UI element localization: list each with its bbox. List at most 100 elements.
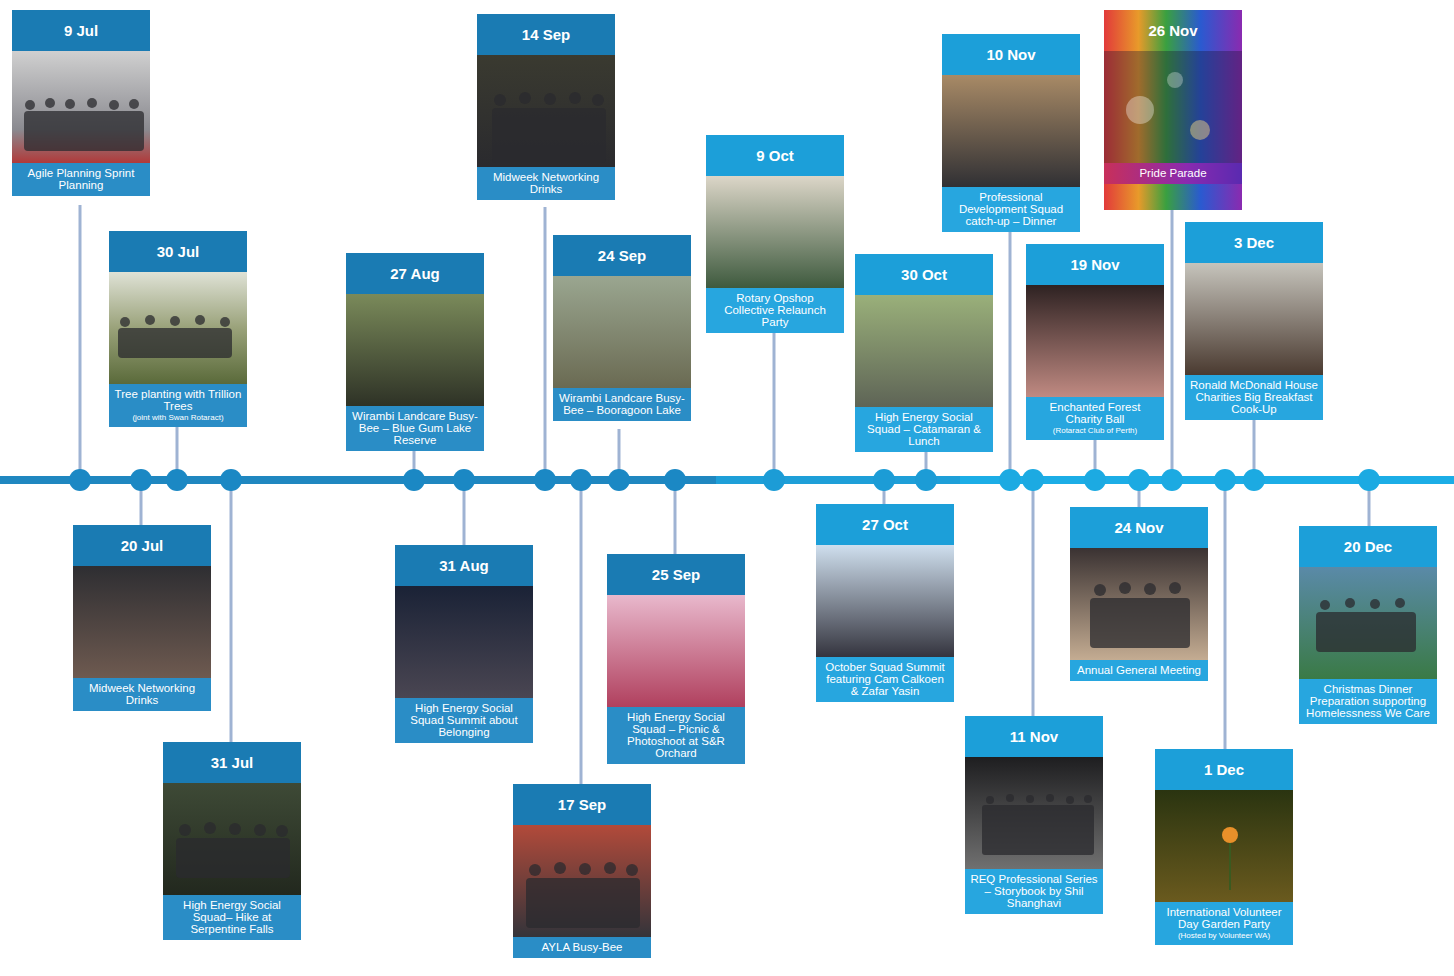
event-caption: High Energy Social Squad– Hike at Serpen… <box>168 899 296 935</box>
event-card: 9 OctRotary Opshop Collective Relaunch P… <box>706 135 844 333</box>
photo-slot <box>607 595 745 707</box>
event-date: 9 Jul <box>12 10 150 51</box>
photo-slot <box>1026 285 1164 397</box>
photo-slot <box>163 783 301 895</box>
event-photos <box>12 10 1437 937</box>
event-caption: Midweek Networking Drinks <box>78 682 206 706</box>
caption-panel: High Energy Social Squad – Catamaran & L… <box>855 407 993 452</box>
event-caption: AYLA Busy-Bee <box>518 941 646 953</box>
photo-slot <box>477 55 615 167</box>
event-date: 10 Nov <box>942 34 1080 75</box>
caption-panel: Christmas Dinner Preparation supporting … <box>1299 679 1437 724</box>
caption-panel: Tree planting with Trillion Trees(joint … <box>109 384 247 427</box>
event-note: (Rotaract Club of Perth) <box>1031 426 1159 435</box>
caption-panel: Professional Development Squad catch-up … <box>942 187 1080 232</box>
event-note: (joint with Swan Rotaract) <box>114 413 242 422</box>
event-caption: International Volunteer Day Garden Party <box>1160 906 1288 930</box>
event-caption: October Squad Summit featuring Cam Calko… <box>821 661 949 697</box>
photo-slot <box>706 176 844 288</box>
caption-panel: REQ Professional Series – Storybook by S… <box>965 869 1103 914</box>
event-date: 1 Dec <box>1155 749 1293 790</box>
caption-panel: High Energy Social Squad – Picnic & Phot… <box>607 707 745 764</box>
leader-lines <box>80 205 1369 789</box>
event-caption: Wirambi Landcare Busy-Bee – Blue Gum Lak… <box>351 410 479 446</box>
photo-figures <box>24 92 1416 928</box>
caption-panel: Midweek Networking Drinks <box>477 167 615 200</box>
event-date: 17 Sep <box>513 784 651 825</box>
event-caption: Ronald McDonald House Charities Big Brea… <box>1190 379 1318 415</box>
caption-panel: Enchanted Forest Charity Ball(Rotaract C… <box>1026 397 1164 440</box>
event-date: 20 Dec <box>1299 526 1437 567</box>
event-card: 17 SepAYLA Busy-Bee <box>513 784 651 958</box>
photo-slot <box>12 51 150 163</box>
photo-slot <box>513 825 651 937</box>
photo-slot <box>942 75 1080 187</box>
photo-slot <box>73 566 211 678</box>
photo-slot <box>1299 567 1437 679</box>
event-caption: Agile Planning Sprint Planning <box>17 167 145 191</box>
caption-panel: High Energy Social Squad Summit about Be… <box>395 698 533 743</box>
event-date: 3 Dec <box>1185 222 1323 263</box>
event-card: 24 SepWirambi Landcare Busy-Bee – Boorag… <box>553 235 691 421</box>
caption-panel: Pride Parade <box>1104 163 1242 184</box>
event-caption: High Energy Social Squad – Picnic & Phot… <box>612 711 740 759</box>
event-caption: Professional Development Squad catch-up … <box>947 191 1075 227</box>
event-card: 1 DecInternational Volunteer Day Garden … <box>1155 749 1293 945</box>
event-card: 26 NovPride Parade <box>1104 10 1242 184</box>
event-card: 10 NovProfessional Development Squad cat… <box>942 34 1080 232</box>
event-caption: Annual General Meeting <box>1075 664 1203 676</box>
event-date: 27 Oct <box>816 504 954 545</box>
event-date: 19 Nov <box>1026 244 1164 285</box>
event-caption: Tree planting with Trillion Trees <box>114 388 242 412</box>
event-card: 27 AugWirambi Landcare Busy-Bee – Blue G… <box>346 253 484 451</box>
event-card: 24 NovAnnual General Meeting <box>1070 507 1208 681</box>
event-card: 31 JulHigh Energy Social Squad– Hike at … <box>163 742 301 940</box>
event-caption: REQ Professional Series – Storybook by S… <box>970 873 1098 909</box>
event-card: 30 OctHigh Energy Social Squad – Catamar… <box>855 254 993 452</box>
event-card: 20 DecChristmas Dinner Preparation suppo… <box>1299 526 1437 724</box>
event-card: 30 JulTree planting with Trillion Trees(… <box>109 231 247 427</box>
photo-slot <box>1185 263 1323 375</box>
photo-slot <box>1104 51 1242 163</box>
event-date: 20 Jul <box>73 525 211 566</box>
event-date: 24 Sep <box>553 235 691 276</box>
event-caption: Christmas Dinner Preparation supporting … <box>1304 683 1432 719</box>
event-date: 30 Oct <box>855 254 993 295</box>
event-caption: High Energy Social Squad Summit about Be… <box>400 702 528 738</box>
caption-panel: October Squad Summit featuring Cam Calko… <box>816 657 954 702</box>
event-card: 3 DecRonald McDonald House Charities Big… <box>1185 222 1323 420</box>
caption-panel: Midweek Networking Drinks <box>73 678 211 711</box>
event-card: 14 SepMidweek Networking Drinks <box>477 14 615 200</box>
event-date: 27 Aug <box>346 253 484 294</box>
event-date: 31 Jul <box>163 742 301 783</box>
event-date: 11 Nov <box>965 716 1103 757</box>
event-caption: High Energy Social Squad – Catamaran & L… <box>860 411 988 447</box>
caption-panel: Ronald McDonald House Charities Big Brea… <box>1185 375 1323 420</box>
event-card: 11 NovREQ Professional Series – Storyboo… <box>965 716 1103 914</box>
caption-panel: High Energy Social Squad– Hike at Serpen… <box>163 895 301 940</box>
photo-slot <box>1070 548 1208 660</box>
event-date: 31 Aug <box>395 545 533 586</box>
photo-slot <box>553 276 691 388</box>
photo-slot <box>816 545 954 657</box>
event-date: 26 Nov <box>1104 10 1242 51</box>
photo-slot <box>965 757 1103 869</box>
photo-slot <box>1155 790 1293 902</box>
photo-slot <box>395 586 533 698</box>
event-card: 31 AugHigh Energy Social Squad Summit ab… <box>395 545 533 743</box>
caption-panel: Wirambi Landcare Busy-Bee – Blue Gum Lak… <box>346 406 484 451</box>
event-card: 19 NovEnchanted Forest Charity Ball(Rota… <box>1026 244 1164 440</box>
photo-slot <box>346 294 484 406</box>
event-card: 9 JulAgile Planning Sprint Planning <box>12 10 150 196</box>
caption-panel: Agile Planning Sprint Planning <box>12 163 150 196</box>
event-date: 14 Sep <box>477 14 615 55</box>
event-date: 9 Oct <box>706 135 844 176</box>
event-note: (Hosted by Volunteer WA) <box>1160 931 1288 940</box>
caption-panel: International Volunteer Day Garden Party… <box>1155 902 1293 945</box>
event-caption: Pride Parade <box>1109 167 1237 179</box>
caption-panel: AYLA Busy-Bee <box>513 937 651 958</box>
event-caption: Rotary Opshop Collective Relaunch Party <box>711 292 839 328</box>
event-card: 27 OctOctober Squad Summit featuring Cam… <box>816 504 954 702</box>
caption-panel: Annual General Meeting <box>1070 660 1208 681</box>
